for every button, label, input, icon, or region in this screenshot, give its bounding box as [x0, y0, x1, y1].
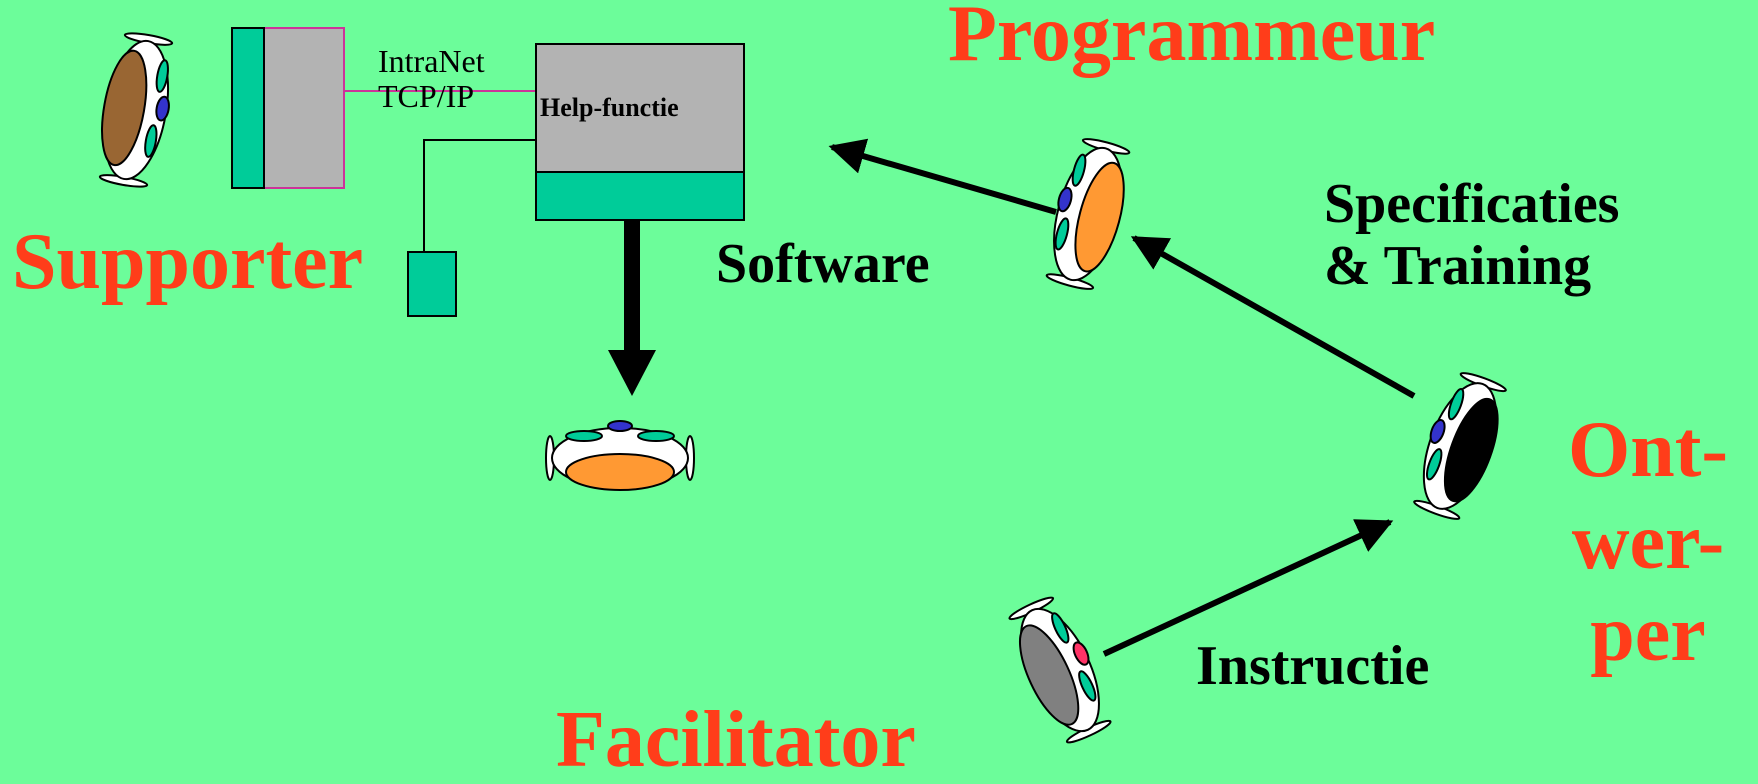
- role-ontwerper: Ont- wer- per: [1568, 404, 1728, 680]
- help-functie-server: [535, 43, 745, 221]
- person-facilitator-icon: [545, 420, 695, 491]
- person-instructor-icon: [1008, 596, 1112, 744]
- help-functie-label: Help-functie: [540, 93, 679, 122]
- flow-specificaties-line1: Specificaties: [1324, 173, 1620, 235]
- software-delivery-arrow: [608, 220, 656, 396]
- person-ontwerper-icon: [1413, 372, 1507, 520]
- person-supporter-icon: [98, 32, 174, 188]
- intranet-label: IntraNet TCP/IP: [378, 44, 485, 113]
- arrow-ontwerper-to-programmeur: [1130, 235, 1416, 399]
- flow-specificaties: Specificaties & Training: [1324, 173, 1620, 297]
- flow-instructie: Instructie: [1196, 635, 1430, 697]
- role-ontwerper-line1: Ont-: [1568, 406, 1728, 494]
- flow-software: Software: [716, 233, 930, 295]
- role-programmeur: Programmeur: [948, 0, 1436, 78]
- role-ontwerper-line3: per: [1590, 590, 1706, 678]
- intranet-line1: IntraNet: [378, 43, 485, 79]
- intranet-line2: TCP/IP: [378, 77, 475, 114]
- arrow-programmeur-to-software: [828, 138, 1057, 215]
- person-programmeur-icon: [1045, 138, 1131, 290]
- role-ontwerper-line2: wer-: [1571, 498, 1725, 586]
- flow-specificaties-line2: & Training: [1324, 234, 1592, 297]
- supporter-workstation: [231, 27, 345, 189]
- arrow-instructor-to-ontwerper: [1102, 519, 1394, 657]
- printer-connector: [423, 139, 536, 252]
- printer-box: [407, 251, 457, 317]
- role-supporter: Supporter: [12, 218, 364, 306]
- role-facilitator: Facilitator: [556, 696, 916, 784]
